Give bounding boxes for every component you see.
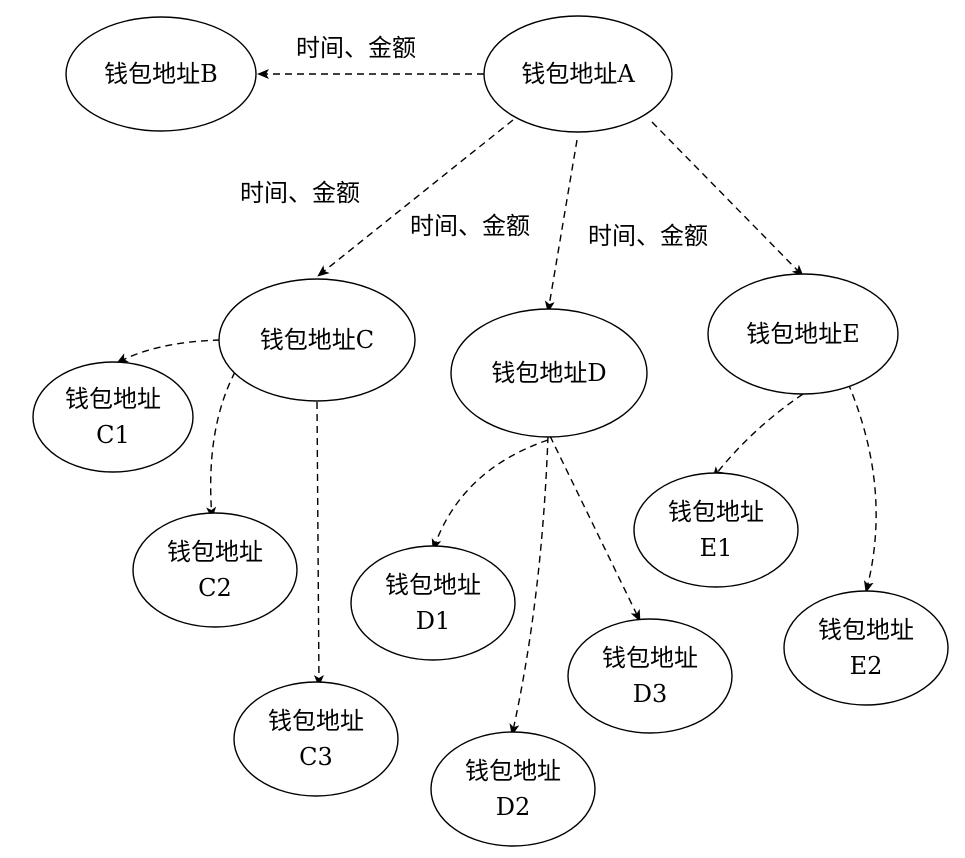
edge-e-to-e2: [847, 382, 877, 593]
node-label-line-2: C3: [299, 743, 333, 771]
edge-label-a-to-c: 时间、金额: [240, 179, 360, 207]
edge-label-a-to-e: 时间、金额: [588, 222, 708, 250]
node-wallet-c2: 钱包地址 C2: [132, 512, 298, 628]
node-label-line-1: 钱包地址: [602, 644, 698, 672]
node-wallet-a: 钱包地址A: [483, 15, 673, 133]
edge-label-a-to-d: 时间、金额: [410, 212, 530, 240]
node-label-line-2: E2: [850, 652, 883, 680]
node-label-line-1: 钱包地址: [385, 571, 481, 599]
node-label: 钱包地址E: [746, 320, 860, 348]
edge-a-to-e: [651, 121, 804, 277]
node-wallet-c: 钱包地址C: [218, 278, 416, 402]
node-label-line-1: 钱包地址: [818, 616, 914, 644]
node-label: 钱包地址A: [521, 60, 635, 88]
node-label: 钱包地址B: [104, 60, 218, 88]
node-label-line-2: D3: [633, 680, 668, 708]
node-label-line-1: 钱包地址: [65, 385, 161, 413]
edge-c-to-c3: [313, 401, 324, 687]
node-label-line-2: C1: [96, 421, 130, 449]
edge-d-to-d3: [549, 435, 641, 622]
node-wallet-d2: 钱包地址 D2: [430, 731, 596, 847]
node-label-line-2: E1: [700, 534, 733, 562]
node-label: 钱包地址D: [491, 359, 606, 387]
node-label: 钱包地址C: [260, 326, 374, 354]
node-wallet-c3: 钱包地址 C3: [233, 681, 399, 797]
edge-e-to-e1: [712, 393, 804, 479]
node-label-line-1: 钱包地址: [668, 498, 764, 526]
edge-label-a-to-b: 时间、金额: [296, 34, 416, 62]
node-label-line-1: 钱包地址: [268, 707, 364, 735]
edge-c-to-c2: [206, 371, 236, 519]
node-label-line-2: C2: [198, 574, 232, 602]
node-wallet-c1: 钱包地址 C1: [32, 361, 194, 473]
node-wallet-b: 钱包地址B: [65, 16, 257, 132]
nodes: 钱包地址A 钱包地址B 钱包地址C 钱包地址D 钱包地址E 钱包地址 C1 钱包…: [32, 15, 949, 847]
node-wallet-d3: 钱包地址 D3: [567, 618, 733, 734]
node-wallet-d1: 钱包地址 D1: [350, 545, 516, 661]
node-wallet-e2: 钱包地址 E2: [783, 590, 949, 706]
node-label-line-1: 钱包地址: [167, 538, 263, 566]
edge-labels: 时间、金额 时间、金额 时间、金额 时间、金额: [240, 34, 708, 250]
node-wallet-e1: 钱包地址 E1: [633, 472, 799, 588]
edge-a-to-c: [317, 119, 514, 277]
node-label-line-2: D2: [496, 793, 531, 821]
edge-c-to-c1: [116, 339, 221, 364]
edge-d-to-d1: [431, 439, 549, 551]
node-label-line-1: 钱包地址: [465, 757, 561, 785]
node-wallet-d: 钱包地址D: [450, 308, 648, 438]
node-wallet-e: 钱包地址E: [707, 273, 899, 395]
node-label-line-2: D1: [416, 607, 451, 635]
edge-a-to-d: [544, 139, 578, 313]
edge-d-to-d2: [509, 435, 549, 736]
edges: [116, 69, 877, 736]
